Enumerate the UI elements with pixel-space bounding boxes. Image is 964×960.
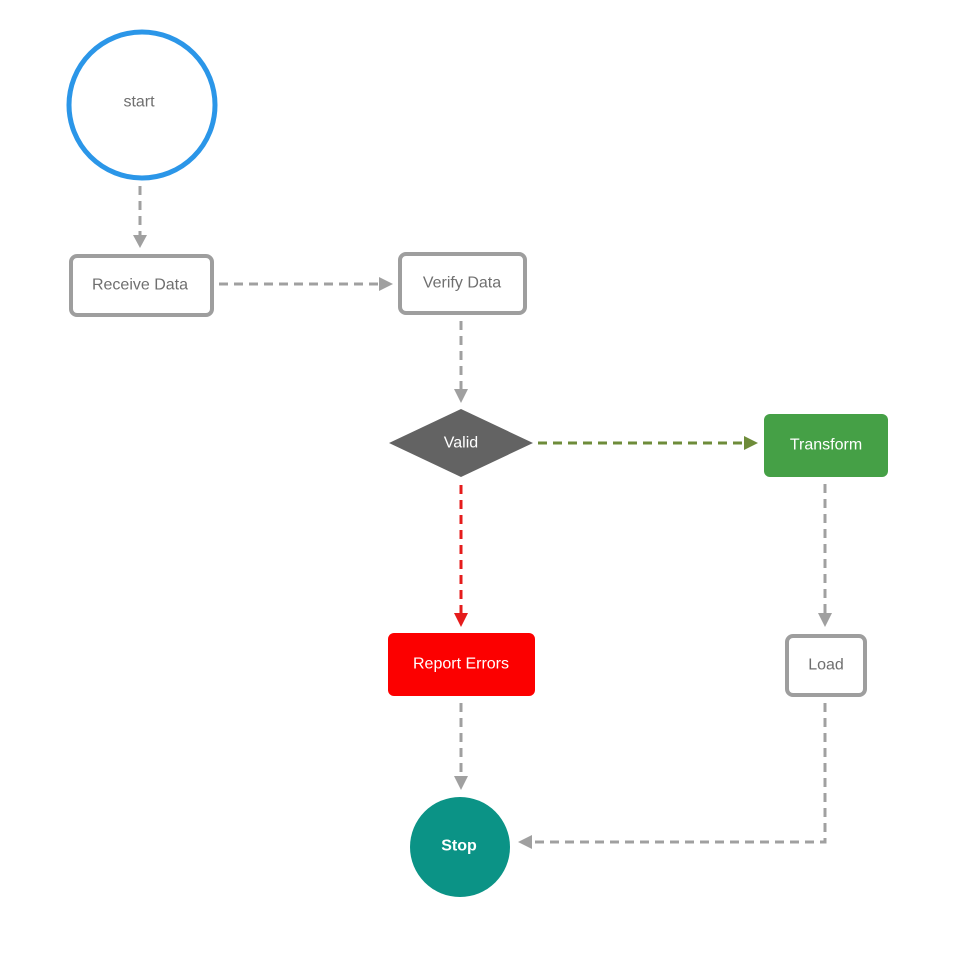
stop-label: Stop (441, 838, 477, 855)
edges (133, 186, 832, 849)
node-start[interactable]: start (66, 29, 218, 181)
stop-circle (410, 797, 510, 897)
verify-data-box (398, 252, 527, 315)
valid-diamond (389, 409, 533, 477)
edge-valid-to-report-errors (454, 485, 468, 627)
transform-label: Transform (790, 437, 862, 454)
edge-receive-data-to-verify-data (219, 277, 393, 291)
start-label: start (123, 94, 155, 111)
receive-data-label: Receive Data (92, 277, 188, 294)
edge-verify-data-to-valid (454, 321, 468, 403)
node-load[interactable]: Load (785, 634, 867, 697)
node-valid[interactable]: Valid (389, 409, 533, 477)
edge-load-to-stop (518, 703, 827, 849)
edge-valid-to-transform (538, 436, 758, 450)
valid-label: Valid (444, 435, 478, 452)
node-transform[interactable]: Transform (764, 414, 888, 477)
edge-report-errors-to-stop (454, 703, 468, 790)
report-errors-box (388, 633, 535, 696)
edge-transform-to-load (818, 484, 832, 627)
edge-start-to-receive-data (133, 186, 147, 248)
node-verify-data[interactable]: Verify Data (398, 252, 527, 315)
transform-box (764, 414, 888, 477)
node-stop[interactable]: Stop (410, 797, 510, 897)
verify-data-label: Verify Data (423, 275, 501, 292)
node-report-errors[interactable]: Report Errors (388, 633, 535, 696)
load-label: Load (808, 657, 844, 674)
start-circle (66, 29, 218, 181)
report-errors-label: Report Errors (413, 656, 509, 673)
load-box (785, 634, 867, 697)
node-receive-data[interactable]: Receive Data (69, 254, 214, 317)
receive-data-box (69, 254, 214, 317)
